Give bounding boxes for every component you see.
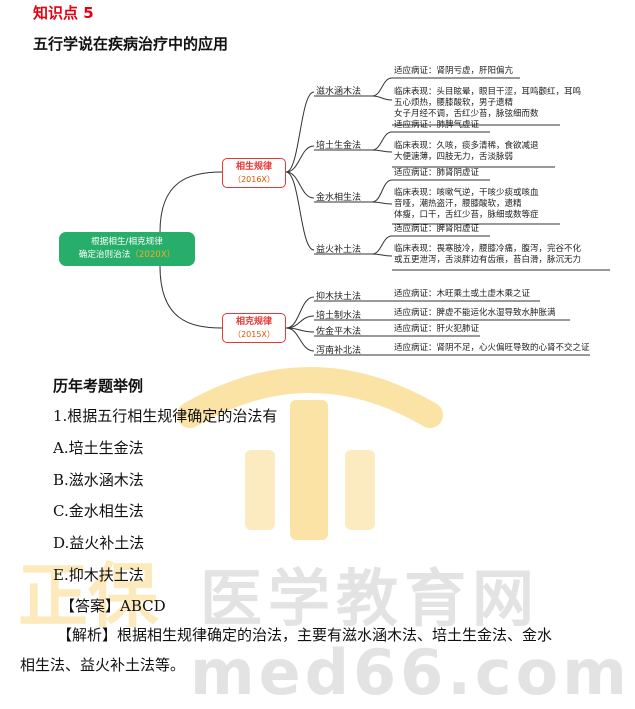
option-e: E.抑木扶土法: [53, 566, 144, 584]
clinical-line: 音哑，潮热盗汗，腰膝酸软，遗精: [394, 199, 522, 209]
method-name: 培土生金法: [316, 141, 362, 151]
analysis: 【解析】根据相生规律确定的治法，主要有滋水涵木法、培土生金法、金水 相生法、益火…: [20, 620, 620, 680]
method-clinical: 临床表现：畏寒肢冷，腰膝冷痛，腹泻，完谷不化 或五更泄泻，舌淡胖边有齿痕，苔白滑…: [394, 244, 581, 266]
ke-law-year: （2015X）: [233, 330, 275, 339]
method-clinical: 临床表现：头目眩晕，眼目干涩，耳鸣颧红，耳鸣 五心烦热，腰膝酸软，男子遗精 女子…: [394, 87, 581, 120]
clinical-line: 临床表现：久咳，痰多清稀，食欲减退: [394, 141, 539, 151]
method-name: 佐金平木法: [316, 327, 362, 337]
clinical-line: 大便溏薄，四肢无力，舌淡脉弱: [394, 152, 514, 162]
clinical-line: 五心烦热，腰膝酸软，男子遗精: [394, 98, 514, 108]
sheng-law-year: （2016X）: [233, 175, 275, 184]
option-d: D.益火补土法: [53, 534, 145, 552]
method-indication: 适应病证：肝火犯肺证: [394, 324, 480, 334]
ke-law-title: 相克规律: [235, 317, 272, 327]
analysis-line: 【解析】根据相生规律确定的治法，主要有滋水涵木法、培土生金法、金水: [57, 626, 553, 644]
root-year: （2020X）: [130, 250, 176, 260]
knowledge-point-label: 知识点 5: [33, 4, 94, 22]
option-c: C.金水相生法: [53, 502, 144, 520]
method-indication: 适应病证：脾虚不能运化水湿导致水肿胀满: [394, 308, 556, 318]
clinical-line: 体瘦，口干，舌红少苔，脉细或数等症: [394, 210, 539, 220]
topic-title: 五行学说在疾病治疗中的应用: [33, 35, 229, 53]
clinical-line: 临床表现：咳嗽气逆，干咳少痰或咳血: [394, 188, 539, 198]
method-name: 金水相生法: [316, 193, 362, 203]
method-name: 泻南补北法: [316, 346, 362, 356]
root-line2: 确定治则治法: [78, 250, 131, 260]
method-name: 抑木扶土法: [316, 292, 362, 302]
exam-section-title: 历年考题举例: [53, 377, 144, 395]
analysis-line: 相生法、益火补土法等。: [20, 656, 186, 674]
method-indication: 适应病证：肾阴不足，心火偏旺导致的心肾不交之证: [394, 343, 590, 353]
clinical-line: 女子月经不调，舌红少苔，脉弦细而数: [394, 109, 539, 119]
method-name: 益火补土法: [316, 245, 362, 255]
method-indication: 适应病证：脾肾阳虚证: [394, 224, 480, 234]
clinical-line: 或五更泄泻，舌淡胖边有齿痕，苔白滑，脉沉无力: [394, 255, 582, 265]
option-a: A.培土生金法: [53, 439, 144, 457]
mindmap-root-node: 根据相生/相克规律 确定治则治法（2020X）: [59, 232, 195, 266]
root-line1: 根据相生/相克规律: [91, 237, 163, 247]
option-b: B.滋水涵木法: [53, 471, 144, 489]
clinical-line: 临床表现：头目眩晕，眼目干涩，耳鸣颧红，耳鸣: [394, 87, 582, 97]
sheng-law-node: 相生规律 （2016X）: [222, 158, 286, 188]
method-indication: 适应病证：肾阴亏虚，肝阳偏亢: [394, 66, 514, 76]
method-name: 滋水涵木法: [316, 87, 362, 97]
method-clinical: 临床表现：咳嗽气逆，干咳少痰或咳血 音哑，潮热盗汗，腰膝酸软，遗精 体瘦，口干，…: [394, 188, 539, 221]
sheng-law-title: 相生规律: [235, 162, 272, 172]
answer: 【答案】ABCD: [60, 597, 166, 615]
method-indication: 适应病证：木旺乘土或土虚木乘之证: [394, 289, 531, 299]
method-name: 培土制水法: [316, 311, 362, 321]
method-indication: 适应病证：肺脾气虚证: [394, 120, 480, 130]
mindmap-connectors: [159, 77, 610, 356]
method-indication: 适应病证：肺肾阴虚证: [394, 168, 480, 178]
watermark-logo: [160, 355, 460, 555]
clinical-line: 临床表现：畏寒肢冷，腰膝冷痛，腹泻，完谷不化: [394, 244, 582, 254]
ke-law-node: 相克规律 （2015X）: [222, 313, 286, 343]
method-clinical: 临床表现：久咳，痰多清稀，食欲减退 大便溏薄，四肢无力，舌淡脉弱: [394, 141, 539, 163]
exam-question: 1.根据五行相生规律确定的治法有: [53, 407, 278, 425]
